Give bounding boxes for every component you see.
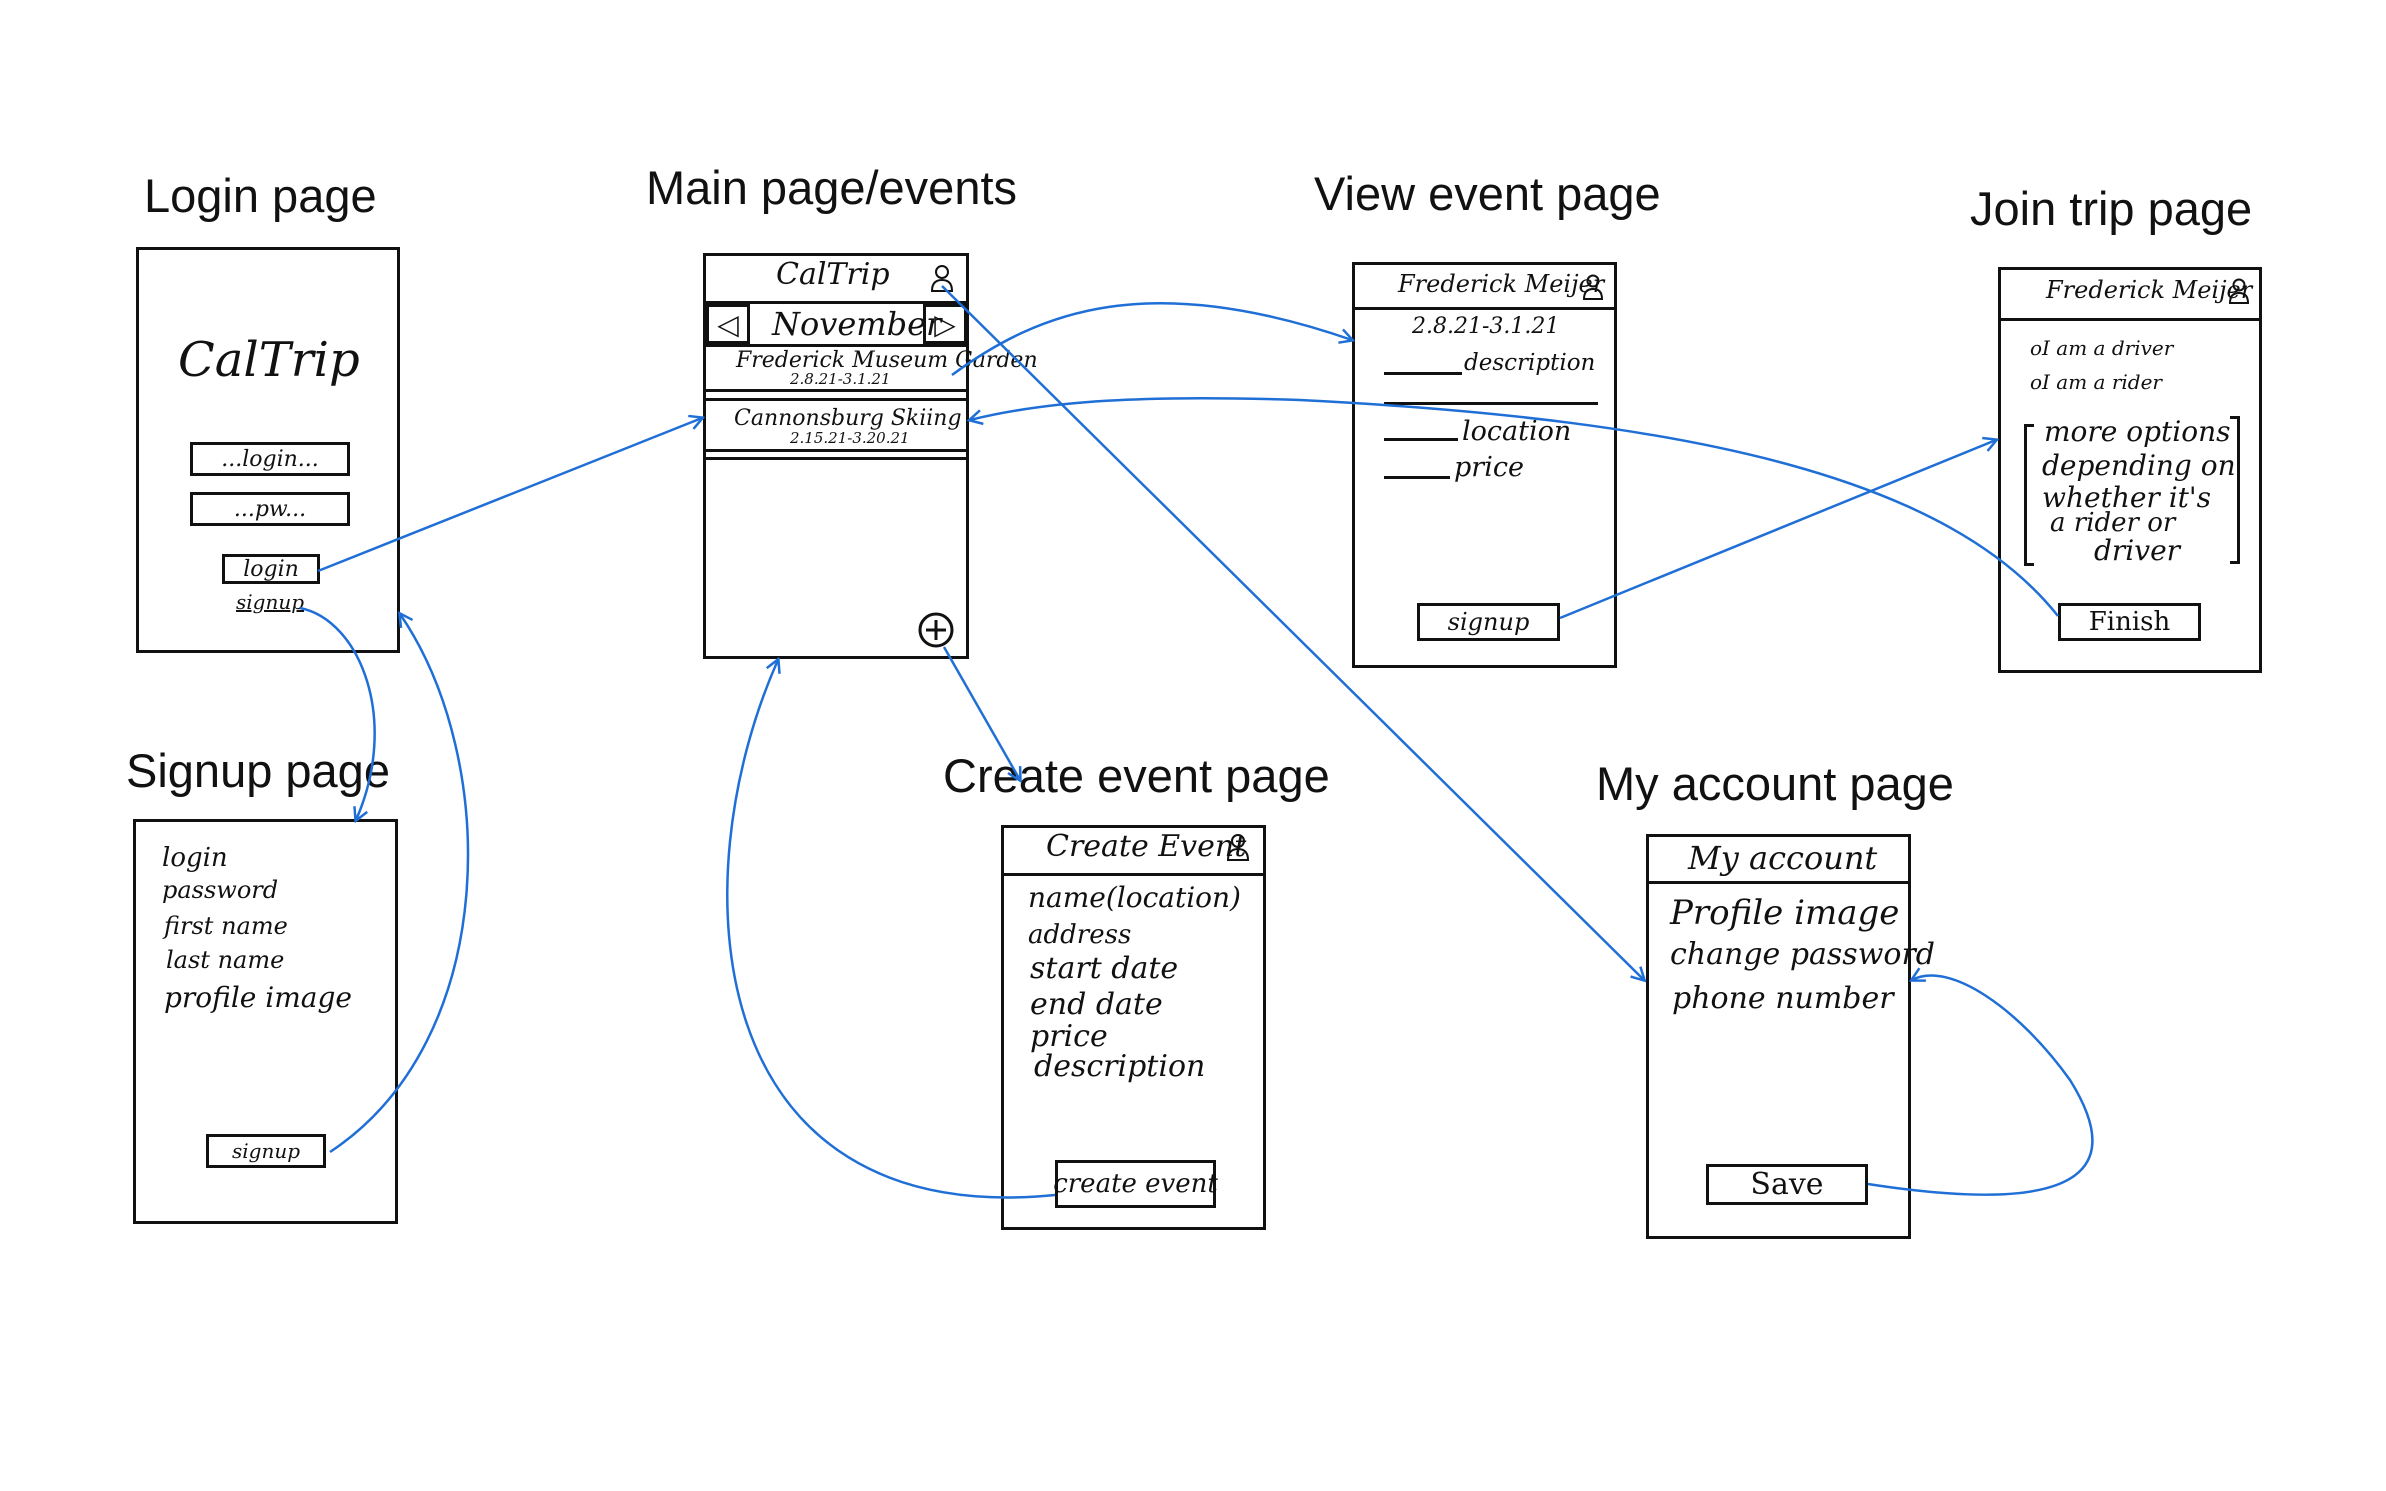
- view-event-description: description: [1464, 350, 1596, 376]
- blank-line-row: [1384, 402, 1598, 405]
- view-event-header: Frederick Meijer: [1398, 270, 1605, 298]
- view-event-price: price: [1454, 452, 1524, 483]
- account-field-phone-number[interactable]: phone number: [1672, 981, 1894, 1016]
- join-trip-header: Frederick Meijer: [2046, 276, 2253, 304]
- account-field-change-password[interactable]: change password: [1670, 937, 1935, 972]
- app-logo-text: CalTrip: [178, 332, 360, 388]
- view-event-signup-button[interactable]: signup: [1417, 603, 1560, 641]
- driver-option[interactable]: oI am a driver: [2030, 336, 2174, 360]
- arrow-signup-to-join: [1559, 440, 1996, 620]
- more-options-line-2: depending on: [2042, 449, 2236, 482]
- finish-button[interactable]: Finish: [2058, 603, 2201, 641]
- user-icon[interactable]: [2228, 278, 2250, 304]
- options-bracket-left: [2024, 424, 2034, 566]
- password-input[interactable]: ...pw...: [190, 492, 350, 526]
- create-field-price: price: [1030, 1019, 1108, 1054]
- create-field-start-date: start date: [1030, 951, 1179, 986]
- save-button[interactable]: Save: [1706, 1164, 1868, 1205]
- login-input[interactable]: ...login...: [190, 442, 350, 476]
- next-month-button[interactable]: ▷: [923, 304, 967, 344]
- event-2-divider-a: [703, 449, 969, 452]
- event-1-dates: 2.8.21-3.1.21: [790, 370, 891, 388]
- main-page-title: Main page/events: [646, 161, 1018, 214]
- create-event-header: Create Event: [1046, 829, 1247, 864]
- price-line: [1384, 476, 1450, 479]
- main-header-title: CalTrip: [776, 257, 890, 292]
- account-field-profile-image[interactable]: Profile image: [1670, 893, 1900, 933]
- right-triangle-icon: ▷: [934, 307, 956, 341]
- more-options-line-3: whether it's: [2042, 481, 2211, 514]
- options-bracket-right: [2230, 416, 2240, 564]
- create-field-end-date: end date: [1030, 987, 1163, 1022]
- view-event-dates: 2.8.21-3.1.21: [1412, 314, 1560, 339]
- plus-circle-icon[interactable]: [917, 611, 955, 649]
- create-event-header-divider: [1001, 873, 1266, 876]
- my-account-page-title: My account page: [1596, 757, 1954, 810]
- signup-field-profile-image: profile image: [164, 981, 352, 1014]
- join-trip-header-divider: [1998, 318, 2262, 321]
- event-2-name[interactable]: Cannonsburg Skiing: [734, 406, 962, 431]
- more-options-line-4: a rider or: [2050, 508, 2176, 538]
- create-field-address: address: [1028, 920, 1132, 950]
- location-line: [1384, 438, 1458, 441]
- event-1-name[interactable]: Frederick Museum Garden: [736, 348, 1038, 373]
- event-2-dates: 2.15.21-3.20.21: [790, 429, 910, 447]
- signup-link[interactable]: signup: [236, 590, 305, 614]
- create-event-button[interactable]: create event: [1053, 1160, 1218, 1208]
- signup-field-login: login: [162, 843, 228, 873]
- more-options-line-1: more options: [2044, 415, 2231, 448]
- view-event-page-title: View event page: [1314, 167, 1661, 220]
- event-1-divider-b: [703, 398, 969, 401]
- signup-field-first-name: first name: [164, 912, 288, 940]
- user-icon[interactable]: [930, 264, 954, 292]
- create-event-page-title: Create event page: [943, 749, 1330, 802]
- signup-submit-button[interactable]: signup: [206, 1134, 326, 1168]
- login-button[interactable]: login: [222, 554, 320, 584]
- event-1-divider-a: [703, 389, 969, 392]
- view-event-header-divider: [1352, 307, 1617, 310]
- month-label: November: [772, 305, 942, 343]
- user-icon[interactable]: [1582, 274, 1604, 300]
- view-event-location: location: [1462, 416, 1572, 447]
- user-icon[interactable]: [1226, 833, 1250, 861]
- signup-field-password: password: [162, 876, 279, 904]
- main-header-divider: [703, 301, 969, 304]
- join-trip-page-title: Join trip page: [1970, 182, 2253, 235]
- description-line: [1384, 372, 1462, 375]
- my-account-header-divider: [1646, 881, 1911, 884]
- month-divider: [703, 344, 969, 347]
- event-2-divider-b: [703, 457, 969, 460]
- my-account-header: My account: [1688, 839, 1878, 877]
- left-triangle-icon: ◁: [717, 307, 739, 341]
- signup-field-last-name: last name: [166, 946, 285, 974]
- login-page-title: Login page: [144, 169, 377, 222]
- more-options-line-5: driver: [2094, 534, 2181, 567]
- create-field-description: description: [1034, 1049, 1206, 1084]
- rider-option[interactable]: oI am a rider: [2030, 370, 2162, 394]
- signup-page-title: Signup page: [126, 744, 390, 797]
- create-field-name-location: name(location): [1028, 881, 1241, 914]
- prev-month-button[interactable]: ◁: [706, 304, 750, 344]
